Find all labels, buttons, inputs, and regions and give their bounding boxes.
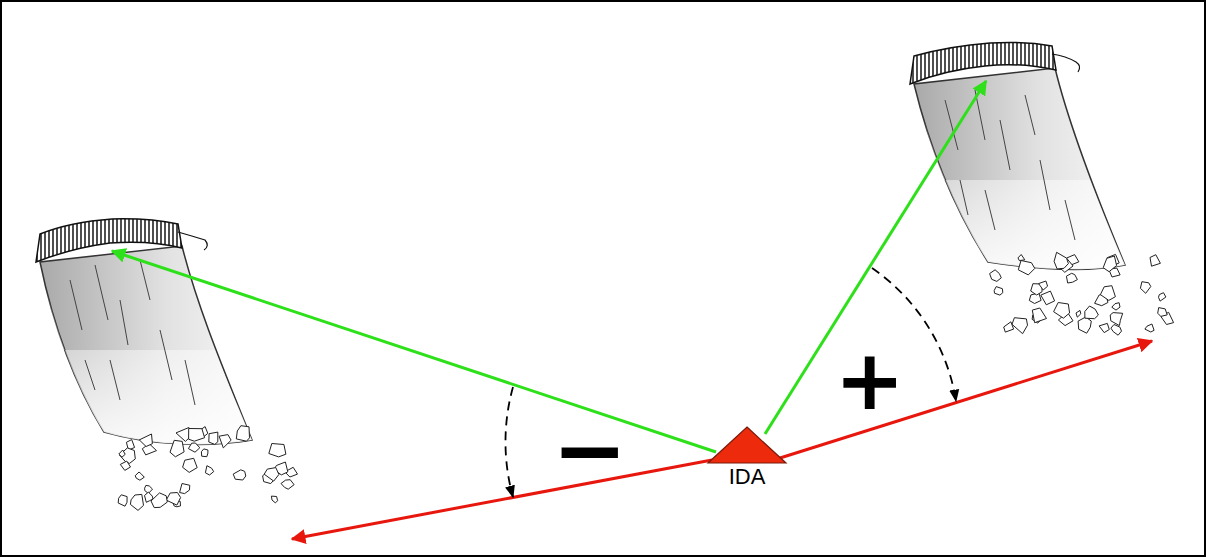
rock-fragment (120, 461, 130, 470)
rock-fragment (1054, 303, 1070, 319)
rubble (990, 252, 1174, 335)
rock-fragment (118, 495, 127, 506)
rock-fragment (1150, 255, 1160, 267)
green-sight-line (765, 81, 986, 434)
rock-fragment (1140, 282, 1150, 294)
rock-fragment (264, 468, 279, 482)
crack-line (178, 232, 207, 250)
station-label: IDA (702, 465, 792, 489)
left-cliff (36, 219, 298, 511)
rock-fragment (1110, 313, 1123, 326)
rock-fragment (269, 444, 286, 457)
rock-fragment (166, 493, 180, 506)
rock-fragment (189, 429, 205, 442)
rock-fragment (1039, 281, 1048, 290)
rock-fragment (139, 434, 152, 447)
rock-fragment (1103, 256, 1116, 272)
cliff-face (914, 68, 1125, 269)
rock-fragment (201, 449, 208, 457)
rock-fragment (994, 287, 1003, 296)
cliff-shade (914, 84, 1125, 269)
rock-fragment (1111, 325, 1122, 336)
rock-texture (70, 260, 195, 405)
crack-line (1052, 54, 1080, 72)
rock-fragment (183, 458, 198, 472)
triangle-symbol (708, 427, 786, 463)
rock-fragment (1066, 273, 1077, 283)
rock-fragment (1159, 293, 1166, 301)
rock-fragment (1076, 310, 1081, 317)
green-sight-line (112, 251, 716, 452)
rock-fragment (1145, 324, 1154, 332)
angle-sign: + (835, 350, 905, 410)
rock-fragment (119, 450, 125, 457)
rock-fragment (205, 466, 213, 475)
rock-fragment (1099, 323, 1109, 332)
rock-fragment (1158, 308, 1168, 317)
station-marker: IDA (702, 425, 792, 489)
red-sight-line (780, 341, 1152, 458)
cliff-top (910, 42, 1056, 84)
rock-fragment (188, 443, 199, 452)
rock-fragment (151, 493, 167, 508)
rock-fragment (1018, 255, 1025, 261)
angle-sign: − (552, 428, 627, 472)
cliff-top (36, 219, 182, 262)
rock-fragment (120, 448, 136, 464)
triangle-symbol (706, 425, 788, 465)
rock-fragment (990, 270, 1002, 282)
rock-fragment (130, 494, 143, 510)
red-sight-line (292, 460, 712, 539)
rock-fragment (135, 472, 144, 480)
rock-fragment (1012, 318, 1028, 334)
rock-fragment (233, 470, 246, 480)
rock-fragment (1112, 303, 1120, 310)
rock-fragment (180, 484, 190, 494)
rock-fragment (1004, 322, 1014, 332)
cliff-face (40, 246, 252, 444)
negative-angle-arc (505, 387, 513, 497)
rock-fragment (1085, 306, 1099, 319)
rock-fragment (236, 426, 249, 442)
rock-fragment (209, 432, 218, 444)
rock-fragment (170, 440, 184, 457)
rubble (118, 426, 297, 511)
rock-fragment (1054, 252, 1068, 269)
rock-fragment (1078, 317, 1091, 333)
rock-texture (945, 90, 1075, 240)
rock-fragment (1018, 261, 1035, 275)
rock-fragment (1032, 308, 1046, 323)
rock-fragment (281, 480, 294, 490)
rock-fragment (271, 496, 277, 503)
right-cliff (910, 42, 1174, 335)
rock-fragment (219, 435, 231, 448)
rock-fragment (1041, 291, 1055, 305)
rock-fragment (1100, 286, 1115, 301)
